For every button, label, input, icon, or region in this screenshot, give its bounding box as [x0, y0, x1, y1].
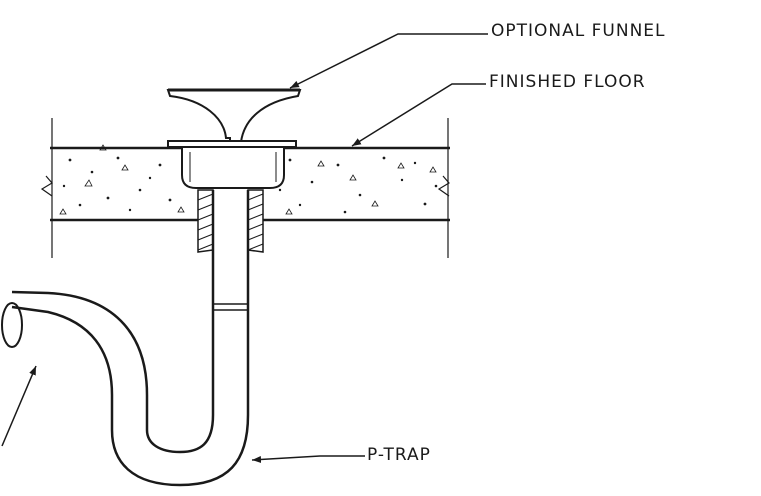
- pipe-hub: [197, 189, 264, 253]
- pipe-leader-arrow: [1, 365, 37, 447]
- optional-funnel-label: OPTIONAL FUNNEL: [491, 21, 666, 41]
- finished-floor-label: FINISHED FLOOR: [489, 72, 646, 92]
- leader-lines: [1, 33, 488, 463]
- p-trap: [1, 190, 250, 487]
- concrete-aggregate: [59, 144, 438, 215]
- trap-leader-arrow: [251, 455, 365, 463]
- p-trap-label: P-TRAP: [367, 445, 431, 465]
- optional-funnel: [166, 88, 302, 143]
- drain-body: [167, 140, 297, 189]
- funnel-leader-arrow: [289, 33, 488, 89]
- floor-leader-arrow: [351, 83, 486, 147]
